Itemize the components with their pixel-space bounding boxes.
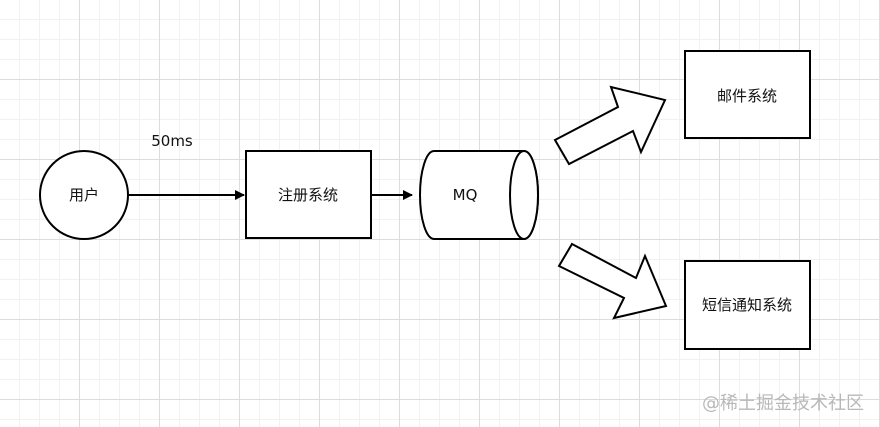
mq-node[interactable]: MQ <box>419 150 539 240</box>
block-arrow-to-email <box>553 85 667 166</box>
mq-label: MQ <box>453 186 478 204</box>
register-label: 注册系统 <box>278 186 338 204</box>
block-arrow-to-sms <box>557 242 668 320</box>
email-node[interactable]: 邮件系统 <box>684 50 811 139</box>
sms-node[interactable]: 短信通知系统 <box>684 260 811 350</box>
user-label: 用户 <box>69 186 99 204</box>
sms-label: 短信通知系统 <box>702 296 792 314</box>
email-label: 邮件系统 <box>717 87 777 105</box>
register-node[interactable]: 注册系统 <box>245 150 372 239</box>
latency-label: 50ms <box>151 132 193 150</box>
watermark-text: @稀土掘金技术社区 <box>702 393 864 414</box>
user-node[interactable]: 用户 <box>39 150 129 240</box>
